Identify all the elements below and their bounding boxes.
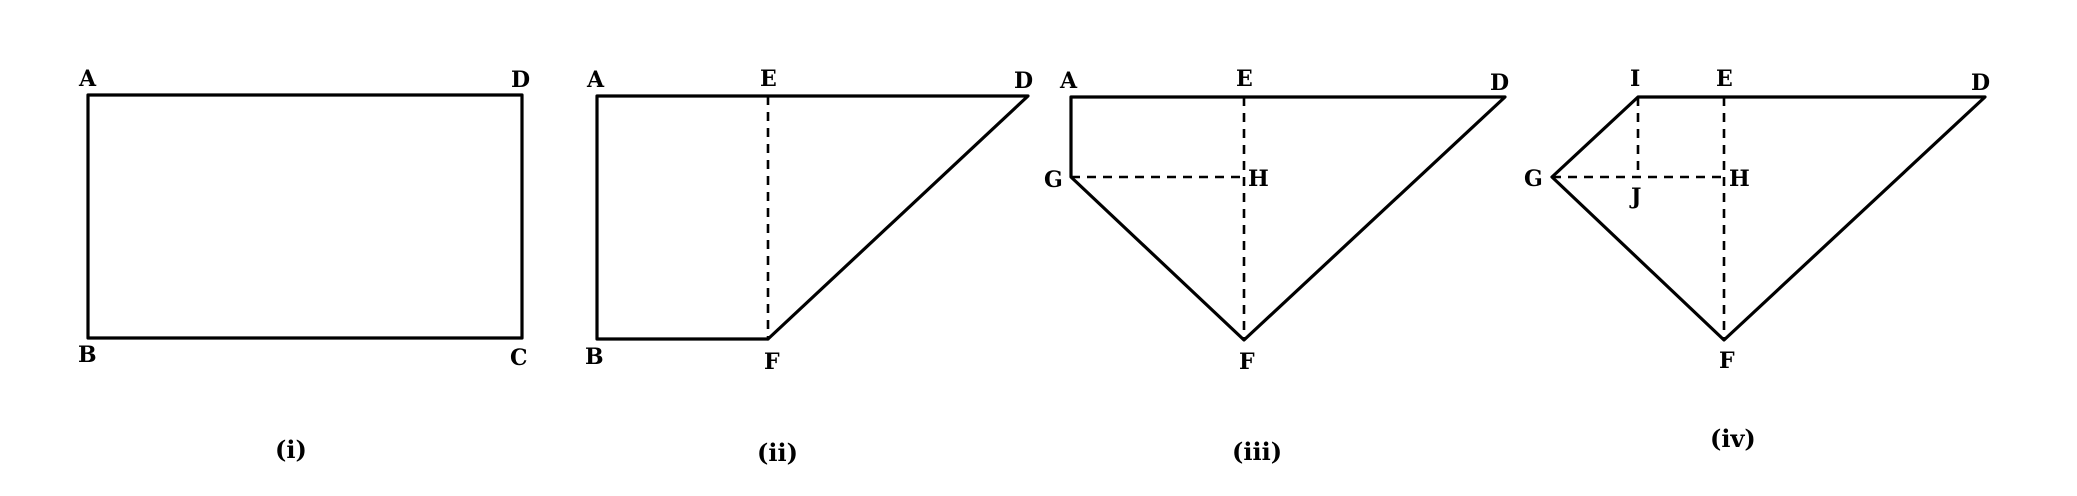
figure-4-vertex-h: H xyxy=(1729,166,1750,192)
figure-3: A E D G H F (iii) xyxy=(1044,66,1509,466)
figure-1-vertex-c: C xyxy=(510,345,528,371)
figure-2-vertex-e: E xyxy=(760,66,777,92)
figure-3-caption: (iii) xyxy=(1232,437,1282,466)
figure-4-vertex-i: I xyxy=(1630,66,1640,92)
figure-1: A D B C (i) xyxy=(78,66,530,464)
figure-2-caption: (ii) xyxy=(757,438,798,467)
figure-3-outline xyxy=(1069,95,1507,342)
figure-4-vertex-f: F xyxy=(1719,348,1735,374)
figure-3-vertex-g: G xyxy=(1044,167,1063,193)
figure-3-vertex-h: H xyxy=(1248,166,1269,192)
figure-1-vertex-b: B xyxy=(78,342,97,368)
figure-2-outline xyxy=(595,94,1030,341)
figure-3-vertex-d: D xyxy=(1490,70,1509,96)
figure-2-vertex-b: B xyxy=(585,344,604,370)
figure-1-rectangle-outline xyxy=(86,93,524,340)
figure-2-vertex-d: D xyxy=(1014,68,1033,94)
figure-4-caption: (iv) xyxy=(1710,424,1756,453)
figure-3-vertex-e: E xyxy=(1236,66,1253,92)
figure-4-vertex-g: G xyxy=(1524,166,1543,192)
figure-2: A E D B F (ii) xyxy=(585,66,1033,467)
figure-1-vertex-d: D xyxy=(511,67,530,93)
figure-2-vertex-a: A xyxy=(586,67,605,93)
figure-3-vertex-f: F xyxy=(1239,349,1255,375)
figure-4-outline xyxy=(1550,95,1987,342)
figure-1-caption: (i) xyxy=(275,435,307,464)
figure-1-vertex-a: A xyxy=(78,66,97,92)
figure-4-vertex-j: J xyxy=(1629,184,1641,210)
figure-3-vertex-a: A xyxy=(1059,68,1078,94)
figure-4-vertex-d: D xyxy=(1971,70,1990,96)
figure-4: I E D G H J F (iv) xyxy=(1524,66,1990,453)
figure-4-vertex-e: E xyxy=(1716,66,1733,92)
figure-2-vertex-f: F xyxy=(764,349,780,375)
